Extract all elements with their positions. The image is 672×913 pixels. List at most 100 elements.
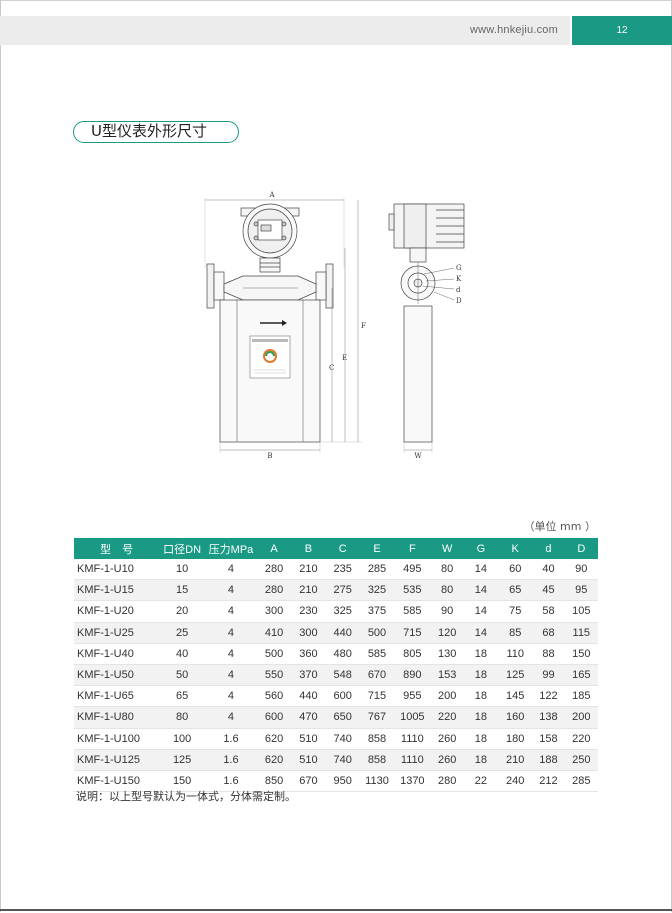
value-cell: 620 xyxy=(256,749,292,771)
value-cell: 125 xyxy=(498,664,533,687)
value-cell: 1370 xyxy=(394,770,431,793)
model-cell: KMF-1-U40 xyxy=(74,643,160,665)
value-cell: 90 xyxy=(430,600,464,623)
value-cell: 375 xyxy=(359,600,395,623)
value-cell: 370 xyxy=(291,664,326,687)
label-F: F xyxy=(361,322,366,330)
value-cell: 1.6 xyxy=(204,728,257,750)
value-cell: 40 xyxy=(159,643,205,665)
value-cell: 18 xyxy=(463,728,499,750)
value-cell: 18 xyxy=(463,706,499,729)
value-cell: 80 xyxy=(430,579,464,602)
front-view xyxy=(204,198,362,453)
value-cell: 740 xyxy=(325,728,360,750)
value-cell: 235 xyxy=(325,559,360,581)
value-cell: 125 xyxy=(159,749,205,771)
value-cell: 535 xyxy=(394,579,431,602)
value-cell: 158 xyxy=(532,728,565,750)
model-cell: KMF-1-U100 xyxy=(74,728,160,750)
value-cell: 150 xyxy=(159,770,205,793)
value-cell: 510 xyxy=(291,749,326,771)
value-cell: 15 xyxy=(159,579,205,602)
value-cell: 1.6 xyxy=(204,770,257,793)
value-cell: 88 xyxy=(532,643,565,665)
dimension-drawing: A B C E F W G K d D xyxy=(204,191,465,460)
value-cell: 212 xyxy=(532,770,565,793)
value-cell: 4 xyxy=(204,706,257,729)
value-cell: 510 xyxy=(291,728,326,750)
column-header: K xyxy=(498,538,533,559)
label-E: E xyxy=(342,354,347,362)
value-cell: 18 xyxy=(463,685,499,708)
value-cell: 210 xyxy=(498,749,533,771)
label-W: W xyxy=(414,452,422,460)
value-cell: 4 xyxy=(204,559,257,581)
value-cell: 715 xyxy=(359,685,395,708)
value-cell: 858 xyxy=(359,749,395,771)
value-cell: 4 xyxy=(204,664,257,687)
label-B: B xyxy=(267,452,272,460)
value-cell: 585 xyxy=(359,643,395,665)
value-cell: 58 xyxy=(532,600,565,623)
value-cell: 220 xyxy=(564,728,598,750)
column-header: G xyxy=(463,538,499,559)
value-cell: 4 xyxy=(204,643,257,665)
model-cell: KMF-1-U50 xyxy=(74,664,160,687)
value-cell: 300 xyxy=(291,622,326,644)
value-cell: 585 xyxy=(394,600,431,623)
column-header: 口径DN xyxy=(159,538,205,559)
value-cell: 950 xyxy=(325,770,360,793)
value-cell: 4 xyxy=(204,600,257,623)
value-cell: 10 xyxy=(159,559,205,581)
column-header: F xyxy=(394,538,431,559)
value-cell: 80 xyxy=(159,706,205,729)
value-cell: 40 xyxy=(532,559,565,581)
value-cell: 85 xyxy=(498,622,533,644)
column-header: E xyxy=(359,538,395,559)
value-cell: 14 xyxy=(463,559,499,581)
value-cell: 740 xyxy=(325,749,360,771)
model-cell: KMF-1-U20 xyxy=(74,600,160,623)
column-header: A xyxy=(256,538,292,559)
section-title: U型仪表外形尺寸 xyxy=(73,121,239,143)
label-d: d xyxy=(456,286,461,294)
value-cell: 210 xyxy=(291,579,326,602)
value-cell: 153 xyxy=(430,664,464,687)
value-cell: 250 xyxy=(564,749,598,771)
value-cell: 14 xyxy=(463,579,499,602)
value-cell: 165 xyxy=(564,664,598,687)
value-cell: 18 xyxy=(463,664,499,687)
value-cell: 65 xyxy=(159,685,205,708)
value-cell: 767 xyxy=(359,706,395,729)
value-cell: 150 xyxy=(564,643,598,665)
value-cell: 325 xyxy=(359,579,395,602)
value-cell: 200 xyxy=(564,706,598,729)
value-cell: 18 xyxy=(463,643,499,665)
label-C: C xyxy=(329,364,334,372)
value-cell: 138 xyxy=(532,706,565,729)
model-cell: KMF-1-U65 xyxy=(74,685,160,708)
website-url[interactable]: www.hnkejiu.com xyxy=(470,24,558,36)
value-cell: 14 xyxy=(463,622,499,644)
value-cell: 188 xyxy=(532,749,565,771)
model-cell: KMF-1-U25 xyxy=(74,622,160,644)
value-cell: 715 xyxy=(394,622,431,644)
value-cell: 275 xyxy=(325,579,360,602)
value-cell: 105 xyxy=(564,600,598,623)
column-header: 型 号 xyxy=(74,538,160,559)
value-cell: 25 xyxy=(159,622,205,644)
value-cell: 230 xyxy=(291,600,326,623)
value-cell: 115 xyxy=(564,622,598,644)
column-header: d xyxy=(532,538,565,559)
value-cell: 805 xyxy=(394,643,431,665)
value-cell: 955 xyxy=(394,685,431,708)
value-cell: 200 xyxy=(430,685,464,708)
